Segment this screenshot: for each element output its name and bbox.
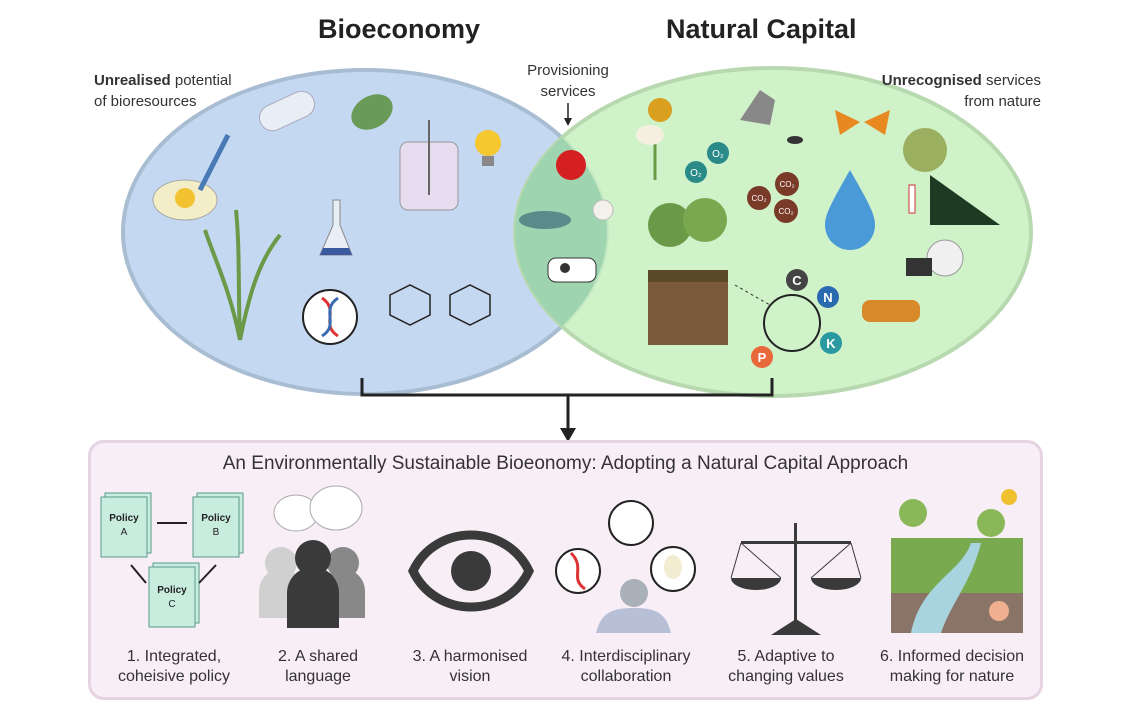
svg-text:P: P [758, 350, 767, 365]
balance-scale-icon [730, 523, 862, 635]
oxygen-icon: O₂ O₂ [685, 142, 729, 183]
soil-organisms-icon [734, 284, 821, 352]
leaf-icon [351, 94, 393, 130]
scientist-icon [555, 500, 696, 633]
photographer-icon [906, 239, 964, 277]
mouse-icon [787, 136, 803, 144]
landscape-icon [891, 489, 1023, 633]
svg-text:Policy: Policy [201, 513, 231, 524]
natural-capital-title: Natural Capital [666, 14, 857, 44]
panel-title: An Environmentally Sustainable Bioeonomy… [222, 453, 909, 474]
bee-flower-icon [636, 98, 672, 180]
people-speech-icon [259, 485, 365, 628]
co2-icon: CO₂ CO₂ CO₂ [747, 172, 799, 223]
arrow-down-icon [564, 118, 572, 126]
svg-text:CO₂: CO₂ [779, 180, 794, 189]
svg-text:B: B [213, 527, 220, 538]
chitin-molecule-icon [389, 284, 491, 326]
svg-text:K: K [826, 336, 836, 351]
bioeconomy-title: Bioeconomy [318, 14, 481, 44]
bioreactor-icon [399, 120, 459, 211]
svg-text:C: C [168, 599, 175, 610]
butterfly-icon [835, 110, 890, 135]
petri-dish-icon [152, 133, 231, 221]
svg-text:N: N [823, 290, 832, 305]
dna-icon [302, 289, 358, 345]
light-bulb-icon [475, 130, 501, 166]
svg-text:Policy: Policy [157, 585, 187, 596]
svg-text:O₂: O₂ [712, 149, 724, 160]
eye-icon [408, 530, 534, 612]
nutrient-icons: C N K P [751, 269, 842, 368]
cotton-icon [592, 199, 614, 221]
cow-icon [547, 257, 597, 283]
flask-icon [319, 199, 353, 256]
falcon-icon [740, 90, 775, 125]
tiger-icon [862, 300, 920, 322]
forest-temperature-icon [903, 128, 1000, 225]
principle-1: 1. Integrated,coheisive policy [117, 648, 231, 685]
trees-soil-icon [648, 198, 728, 345]
arrow-down-icon [560, 428, 576, 442]
capsule-icon [258, 90, 316, 132]
fish-icon [519, 211, 571, 229]
svg-text:CO₂: CO₂ [778, 207, 793, 216]
apple-icon [556, 150, 586, 180]
svg-text:O₂: O₂ [690, 168, 702, 179]
svg-text:CO₂: CO₂ [751, 194, 766, 203]
venn-diagram: O₂ O₂ CO₂ CO₂ CO₂ C N K P [121, 66, 1033, 442]
svg-text:A: A [121, 527, 128, 538]
sustainable-bioeconomy-panel: An Environmentally Sustainable Bioeonomy… [88, 440, 1043, 700]
grass-plant-icon [203, 209, 282, 341]
water-drop-icon [825, 170, 875, 250]
svg-text:C: C [792, 273, 802, 288]
svg-text:Policy: Policy [109, 513, 139, 524]
